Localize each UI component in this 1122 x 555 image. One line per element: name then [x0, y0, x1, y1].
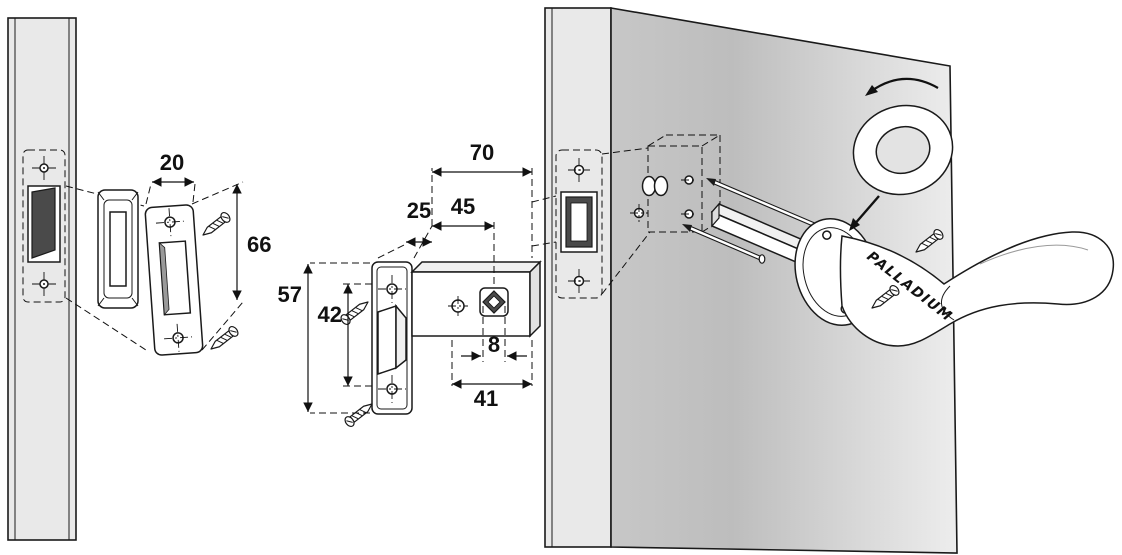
dim-label-25: 25: [407, 198, 431, 223]
rose-cover-ring: [852, 104, 954, 196]
dim-label-57: 57: [278, 282, 302, 307]
dim-label-42: 42: [318, 302, 342, 327]
door-edge-faceplate: [555, 149, 603, 299]
dim-label-20: 20: [160, 150, 184, 175]
dim-label-45: 45: [451, 194, 475, 219]
strike-plate: [144, 204, 204, 356]
dimension-faceplate-height: 57: [278, 262, 370, 414]
dimension-strike-width: 20: [145, 150, 196, 205]
insertion-arrowhead: [849, 218, 860, 231]
rotation-arrow: [865, 77, 939, 96]
hidden-latch-pocket: [630, 134, 721, 233]
connecting-bolts: [682, 178, 828, 264]
dim-label-70: 70: [470, 140, 494, 165]
dimension-case-height: 42: [318, 283, 372, 387]
screw: [338, 297, 372, 327]
edge-projection-lines: [531, 147, 651, 295]
rotation-arrowhead: [865, 85, 878, 96]
insertion-arrow: [849, 195, 880, 231]
screw: [342, 399, 376, 429]
dim-label-41: 41: [474, 386, 498, 411]
screw: [199, 210, 233, 240]
handle-contour-line: [941, 285, 955, 321]
bolt-tip: [706, 178, 716, 186]
dimension-spindle-square: 8: [461, 306, 527, 362]
latch-dust-box: [97, 189, 139, 309]
bolt-tip: [682, 224, 692, 232]
jamb-strike-mortise: [22, 149, 66, 303]
latch-case: [410, 260, 542, 338]
strike-plate-screws: [199, 210, 241, 354]
dimension-case-length: 41: [451, 340, 533, 411]
faceplate-screws: [338, 297, 376, 429]
dimension-backset: 45: [432, 194, 495, 284]
strike-hole-shadow: [158, 241, 170, 316]
latch-tail-cylinder: [641, 175, 657, 197]
dim-label-66: 66: [247, 232, 271, 257]
door-jamb-board: [7, 17, 77, 541]
dimension-faceplate-width: 25: [377, 198, 432, 259]
screw: [207, 324, 241, 354]
lever-handle: PALLADIUM: [839, 231, 1115, 347]
dim-label-8: 8: [488, 332, 500, 357]
dimension-strike-height: 66: [191, 181, 271, 351]
dimension-latch-length: 70: [413, 140, 533, 259]
handle-highlight-line: [979, 244, 1089, 265]
lever-handle-body: [839, 231, 1115, 347]
latch-bolt: [377, 303, 407, 376]
